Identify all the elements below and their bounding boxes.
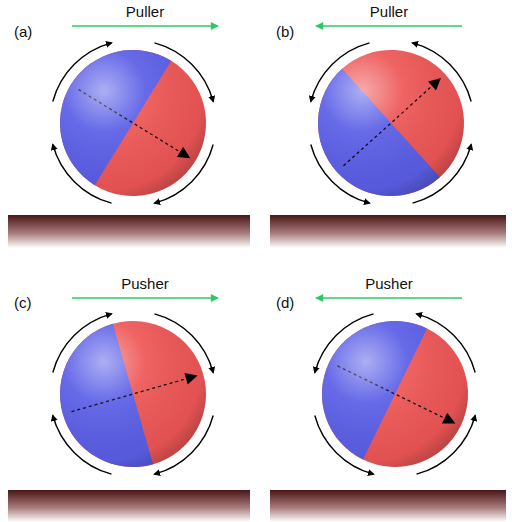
janus-sphere <box>297 296 492 491</box>
panel-letter: (a) <box>14 24 32 39</box>
swim-direction-arrow <box>316 25 462 27</box>
wall-floor <box>8 215 250 248</box>
swimmer-type: Puller <box>126 4 164 19</box>
janus-sphere <box>33 23 234 224</box>
wall-floor <box>270 215 506 248</box>
swimmer-type: Pusher <box>121 276 169 291</box>
swimmer-type: Puller <box>370 4 408 19</box>
wall-floor <box>270 490 506 522</box>
swimmer-type: Pusher <box>365 276 413 291</box>
panel-letter: (b) <box>276 24 294 39</box>
swim-direction-arrow <box>72 297 218 299</box>
janus-sphere <box>288 20 494 226</box>
swim-direction-arrow <box>72 25 218 27</box>
swim-direction-arrow <box>316 297 462 299</box>
janus-sphere <box>43 304 224 485</box>
panel-letter: (c) <box>14 295 32 310</box>
panel-letter: (d) <box>276 295 294 310</box>
wall-floor <box>8 490 250 522</box>
